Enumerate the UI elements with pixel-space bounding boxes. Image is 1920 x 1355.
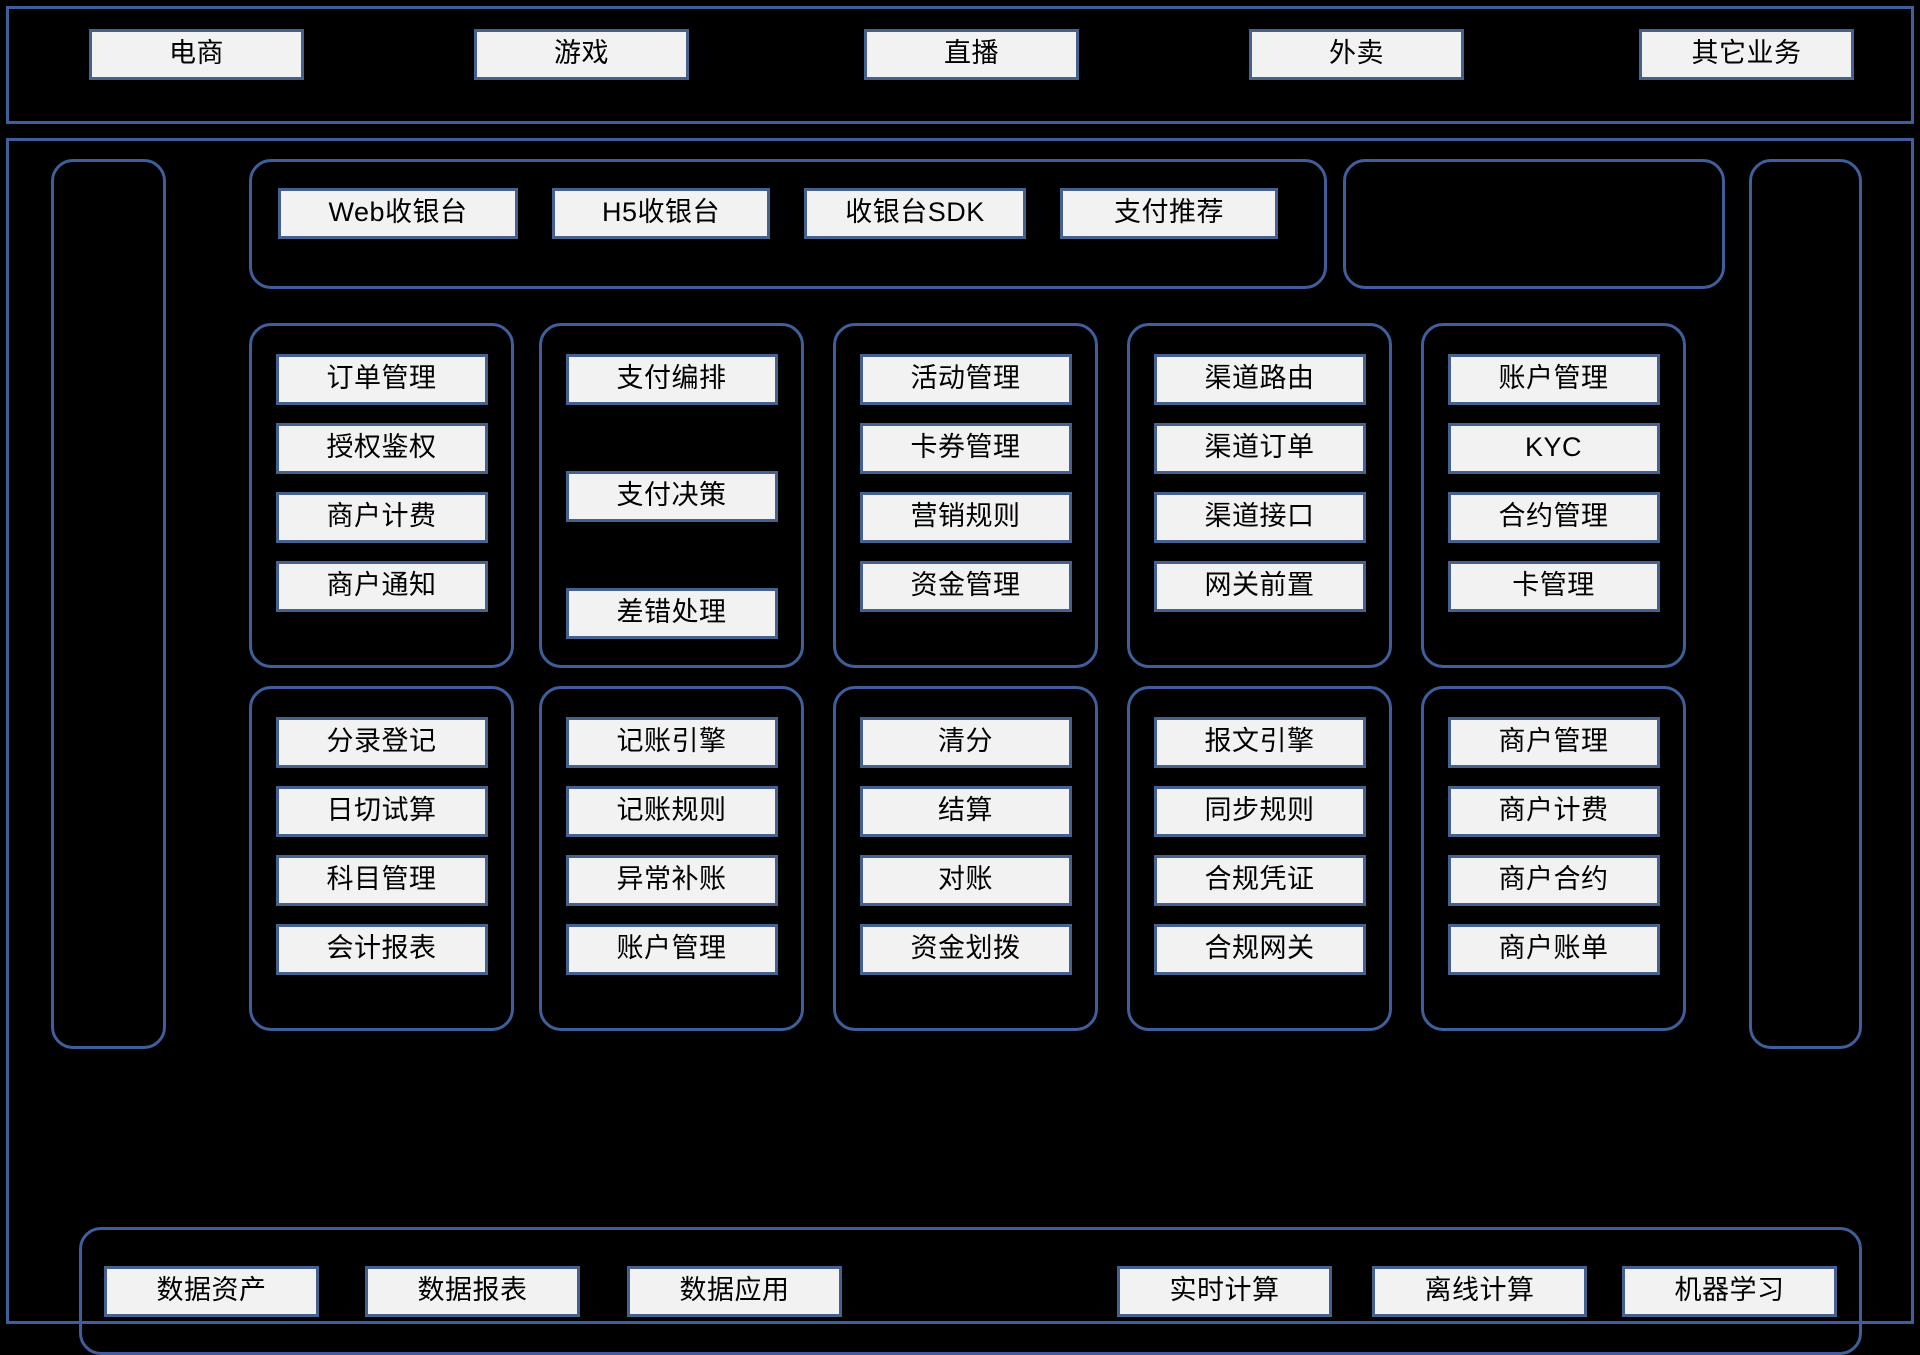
service-item-r2-c5-4[interactable]: 商户账单 <box>1447 924 1660 975</box>
service-item-r2-c3-1[interactable]: 清分 <box>859 717 1072 768</box>
service-item-r2-c3-3[interactable]: 对账 <box>859 855 1072 906</box>
service-group-r2-c4: 报文引擎同步规则合规凭证合规网关 <box>1127 686 1392 1031</box>
service-group-r1-c3: 活动管理卡券管理营销规则资金管理 <box>833 323 1098 668</box>
service-item-r1-c4-4[interactable]: 网关前置 <box>1153 561 1366 612</box>
service-item-r2-c4-2[interactable]: 同步规则 <box>1153 786 1366 837</box>
service-item-r2-c1-3[interactable]: 科目管理 <box>275 855 488 906</box>
service-item-r1-c3-1[interactable]: 活动管理 <box>859 354 1072 405</box>
service-item-r2-c5-3[interactable]: 商户合约 <box>1447 855 1660 906</box>
service-item-r1-c4-1[interactable]: 渠道路由 <box>1153 354 1366 405</box>
service-group-r1-c1: 订单管理授权鉴权商户计费商户通知 <box>249 323 514 668</box>
data-chip-6[interactable]: 机器学习 <box>1622 1266 1837 1317</box>
service-item-r1-c5-1[interactable]: 账户管理 <box>1447 354 1660 405</box>
service-group-r1-c2: 支付编排支付决策差错处理 <box>539 323 804 668</box>
service-item-r2-c3-4[interactable]: 资金划拨 <box>859 924 1072 975</box>
checkout-chip-4[interactable]: 支付推荐 <box>1060 188 1278 239</box>
checkout-chip-1[interactable]: Web收银台 <box>278 188 518 239</box>
service-item-r1-c5-3[interactable]: 合约管理 <box>1447 492 1660 543</box>
service-item-r2-c4-3[interactable]: 合规凭证 <box>1153 855 1366 906</box>
data-chip-4[interactable]: 实时计算 <box>1117 1266 1332 1317</box>
service-item-r1-c1-3[interactable]: 商户计费 <box>275 492 488 543</box>
left-rail <box>51 159 166 1049</box>
service-item-r1-c3-2[interactable]: 卡券管理 <box>859 423 1072 474</box>
service-item-r1-c4-3[interactable]: 渠道接口 <box>1153 492 1366 543</box>
service-item-r2-c2-1[interactable]: 记账引擎 <box>565 717 778 768</box>
service-group-r2-c5: 商户管理商户计费商户合约商户账单 <box>1421 686 1686 1031</box>
data-chip-2[interactable]: 数据报表 <box>365 1266 580 1317</box>
service-group-r2-c1: 分录登记日切试算科目管理会计报表 <box>249 686 514 1031</box>
service-item-r2-c3-2[interactable]: 结算 <box>859 786 1072 837</box>
data-chip-3[interactable]: 数据应用 <box>627 1266 842 1317</box>
service-group-r1-c5: 账户管理 KYC 合约管理卡管理 <box>1421 323 1686 668</box>
service-item-r1-c2-3[interactable]: 差错处理 <box>565 588 778 639</box>
checkout-chip-2[interactable]: H5收银台 <box>552 188 770 239</box>
business-chip-1[interactable]: 电商 <box>89 29 304 80</box>
service-item-r2-c5-2[interactable]: 商户计费 <box>1447 786 1660 837</box>
service-item-r2-c2-2[interactable]: 记账规则 <box>565 786 778 837</box>
service-group-r2-c2: 记账引擎记账规则异常补账账户管理 <box>539 686 804 1031</box>
service-item-r2-c1-1[interactable]: 分录登记 <box>275 717 488 768</box>
service-item-r2-c1-2[interactable]: 日切试算 <box>275 786 488 837</box>
checkout-band: Web收银台 H5收银台收银台SDK 支付推荐 <box>249 159 1327 289</box>
service-item-r1-c3-3[interactable]: 营销规则 <box>859 492 1072 543</box>
business-chip-3[interactable]: 直播 <box>864 29 1079 80</box>
checkout-chip-3[interactable]: 收银台SDK <box>804 188 1026 239</box>
business-chip-2[interactable]: 游戏 <box>474 29 689 80</box>
service-item-r1-c5-4[interactable]: 卡管理 <box>1447 561 1660 612</box>
service-item-r2-c1-4[interactable]: 会计报表 <box>275 924 488 975</box>
service-item-r1-c3-4[interactable]: 资金管理 <box>859 561 1072 612</box>
data-chip-1[interactable]: 数据资产 <box>104 1266 319 1317</box>
top-right-empty-box <box>1343 159 1725 289</box>
service-item-r1-c5-2[interactable]: KYC <box>1447 423 1660 474</box>
service-item-r1-c2-1[interactable]: 支付编排 <box>565 354 778 405</box>
service-item-r1-c2-2[interactable]: 支付决策 <box>565 471 778 522</box>
business-band: 电商 游戏 直播 外卖 其它业务 <box>6 6 1914 124</box>
service-item-r2-c4-4[interactable]: 合规网关 <box>1153 924 1366 975</box>
service-item-r2-c2-4[interactable]: 账户管理 <box>565 924 778 975</box>
service-group-r2-c3: 清分结算对账资金划拨 <box>833 686 1098 1031</box>
service-item-r1-c1-1[interactable]: 订单管理 <box>275 354 488 405</box>
service-item-r2-c4-1[interactable]: 报文引擎 <box>1153 717 1366 768</box>
data-band: 数据资产数据报表数据应用 实时计算离线计算机器学习 <box>79 1227 1862 1355</box>
business-chip-4[interactable]: 外卖 <box>1249 29 1464 80</box>
business-chip-5[interactable]: 其它业务 <box>1639 29 1854 80</box>
service-item-r1-c1-4[interactable]: 商户通知 <box>275 561 488 612</box>
service-item-r1-c1-2[interactable]: 授权鉴权 <box>275 423 488 474</box>
right-rail <box>1749 159 1862 1049</box>
service-item-r1-c4-2[interactable]: 渠道订单 <box>1153 423 1366 474</box>
data-chip-5[interactable]: 离线计算 <box>1372 1266 1587 1317</box>
service-item-r2-c2-3[interactable]: 异常补账 <box>565 855 778 906</box>
service-item-r2-c5-1[interactable]: 商户管理 <box>1447 717 1660 768</box>
service-group-r1-c4: 渠道路由渠道订单渠道接口网关前置 <box>1127 323 1392 668</box>
